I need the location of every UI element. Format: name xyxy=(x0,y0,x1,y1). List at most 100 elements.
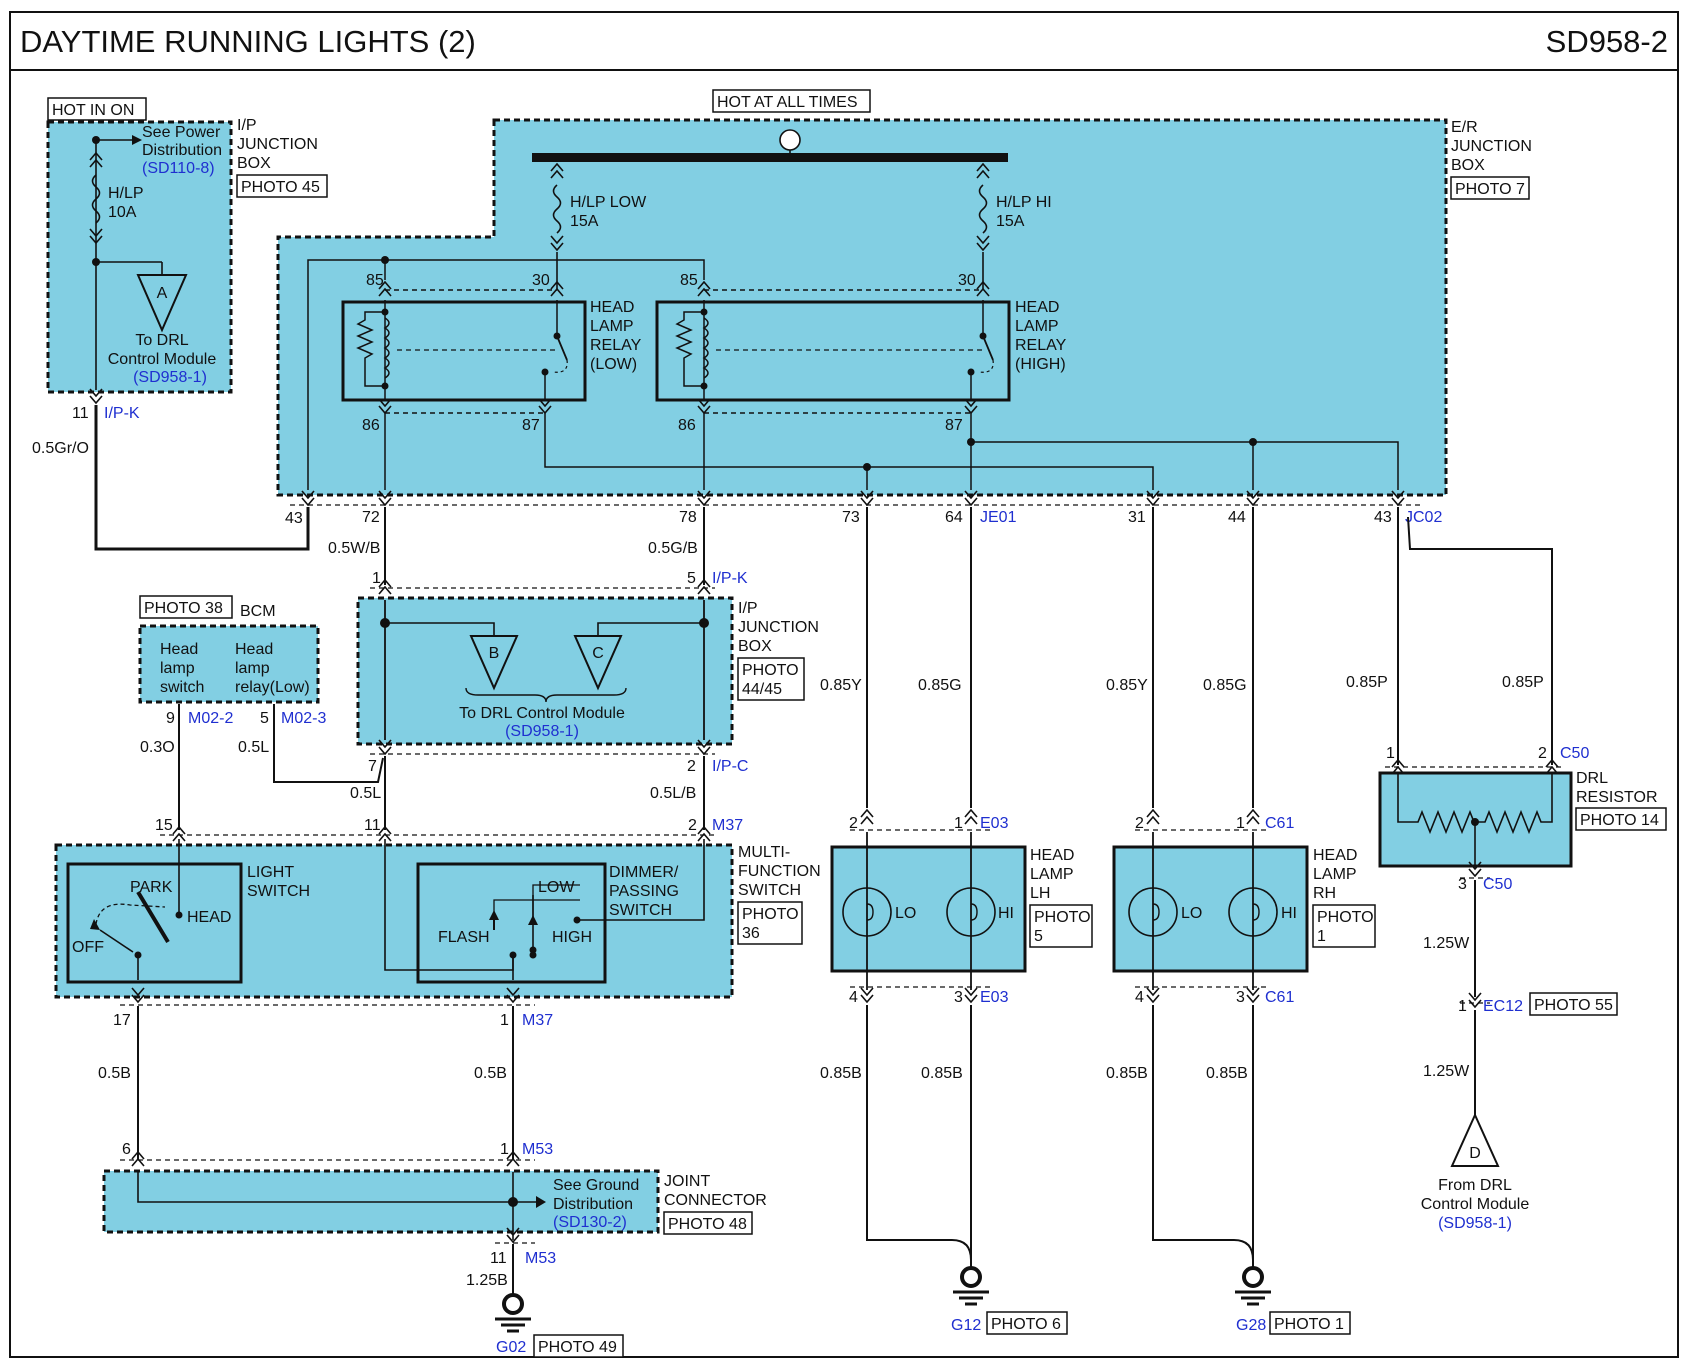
svg-text:I/P: I/P xyxy=(738,600,758,617)
svg-text:HEAD: HEAD xyxy=(187,909,231,926)
svg-text:15A: 15A xyxy=(996,213,1025,230)
svg-text:30: 30 xyxy=(532,272,550,289)
svg-text:11: 11 xyxy=(364,817,381,834)
fuse-hlp-hi-icon xyxy=(978,184,988,234)
svg-text:Control Module: Control Module xyxy=(108,351,217,368)
hot-at-all-times-label: HOT AT ALL TIMES xyxy=(717,94,858,111)
svg-text:JUNCTION: JUNCTION xyxy=(237,136,318,153)
svg-text:PHOTO: PHOTO xyxy=(742,906,799,923)
svg-text:36: 36 xyxy=(742,925,760,942)
svg-text:17: 17 xyxy=(113,1012,131,1029)
svg-text:E03: E03 xyxy=(980,815,1009,832)
svg-text:1: 1 xyxy=(1458,998,1467,1015)
svg-text:PHOTO 14: PHOTO 14 xyxy=(1580,812,1659,829)
svg-text:M53: M53 xyxy=(525,1250,556,1267)
head-lamp-relay-low xyxy=(341,300,587,402)
svg-text:LIGHT: LIGHT xyxy=(247,864,294,881)
page-title: DAYTIME RUNNING LIGHTS (2) xyxy=(20,24,476,59)
joint-connector: 6 1 M53 JOINT CONNECTOR PHOTO 48 See Gro… xyxy=(102,1141,767,1358)
svg-text:JUNCTION: JUNCTION xyxy=(738,619,819,636)
svg-text:PHOTO 7: PHOTO 7 xyxy=(1455,181,1525,198)
svg-text:1: 1 xyxy=(500,1141,509,1158)
svg-text:lamp: lamp xyxy=(235,660,270,677)
svg-text:10A: 10A xyxy=(108,204,137,221)
bulb-lo-icon xyxy=(1128,887,1178,937)
svg-text:PARK: PARK xyxy=(130,879,173,896)
svg-text:PASSING: PASSING xyxy=(609,883,679,900)
svg-text:7: 7 xyxy=(368,758,377,775)
bulb-hi-icon xyxy=(946,887,996,937)
svg-text:4: 4 xyxy=(1135,989,1144,1006)
svg-text:PHOTO 55: PHOTO 55 xyxy=(1534,997,1613,1014)
bcm: PHOTO 38 BCM Head lamp switch Head lamp … xyxy=(138,595,384,830)
fuse-hlp-10a-icon xyxy=(91,174,101,224)
svg-text:LAMP: LAMP xyxy=(1030,866,1074,883)
svg-text:FUNCTION: FUNCTION xyxy=(738,863,821,880)
svg-text:2: 2 xyxy=(688,817,697,834)
head-lamp-lh: 2 1 E03 HEAD LAMP LH PHOTO 5 LO HI 4 3 E… xyxy=(820,809,1093,1335)
svg-text:3: 3 xyxy=(1458,876,1467,893)
svg-text:0.5L: 0.5L xyxy=(238,739,269,756)
svg-text:JOINT: JOINT xyxy=(664,1173,710,1190)
svg-text:I/P-K: I/P-K xyxy=(712,570,748,587)
svg-text:Distribution: Distribution xyxy=(553,1196,633,1213)
svg-text:43: 43 xyxy=(1374,509,1392,526)
ip-junction-box-mid: 1 5 I/P-K I/P JUNCTION BOX PHOTO 44/45 B… xyxy=(356,570,819,775)
svg-text:Distribution: Distribution xyxy=(142,142,222,159)
svg-text:1: 1 xyxy=(1317,928,1326,945)
svg-text:Head: Head xyxy=(160,641,198,658)
svg-text:G02: G02 xyxy=(496,1339,526,1356)
svg-text:86: 86 xyxy=(362,417,380,434)
connector-a-icon xyxy=(136,274,188,333)
svg-text:relay(Low): relay(Low) xyxy=(235,679,310,696)
svg-text:(SD958-1): (SD958-1) xyxy=(505,723,579,740)
ground-g28-icon xyxy=(1242,1266,1264,1288)
svg-text:2: 2 xyxy=(849,815,858,832)
svg-text:(SD110-8): (SD110-8) xyxy=(142,160,215,177)
svg-text:EC12: EC12 xyxy=(1483,998,1523,1015)
svg-text:1: 1 xyxy=(500,1012,509,1029)
svg-text:LOW: LOW xyxy=(538,879,575,896)
svg-text:73: 73 xyxy=(842,509,860,526)
svg-text:0.85Y: 0.85Y xyxy=(820,677,862,694)
svg-text:44/45: 44/45 xyxy=(742,681,782,698)
svg-text:11: 11 xyxy=(490,1250,507,1267)
svg-text:0.5B: 0.5B xyxy=(98,1065,131,1082)
svg-text:SWITCH: SWITCH xyxy=(247,883,310,900)
svg-text:C61: C61 xyxy=(1265,815,1294,832)
svg-text:0.5Gr/O: 0.5Gr/O xyxy=(32,440,89,457)
svg-text:0.85G: 0.85G xyxy=(1203,677,1247,694)
svg-text:1: 1 xyxy=(372,570,381,587)
svg-text:44: 44 xyxy=(1228,509,1246,526)
svg-text:A: A xyxy=(157,285,168,302)
bus-terminal-icon xyxy=(779,129,801,151)
svg-text:30: 30 xyxy=(958,272,976,289)
svg-text:I/P-K: I/P-K xyxy=(104,405,140,422)
svg-text:0.3O: 0.3O xyxy=(140,739,175,756)
svg-text:MULTI-: MULTI- xyxy=(738,844,790,861)
svg-text:0.5G/B: 0.5G/B xyxy=(648,540,698,557)
fuse-hlp-low-icon xyxy=(552,184,562,234)
svg-text:RELAY: RELAY xyxy=(590,337,642,354)
dimmer-passing-switch xyxy=(416,862,607,984)
svg-text:BCM: BCM xyxy=(240,603,276,620)
svg-text:2: 2 xyxy=(1538,745,1547,762)
svg-text:PHOTO 38: PHOTO 38 xyxy=(144,600,223,617)
svg-text:(SD958-1): (SD958-1) xyxy=(1438,1215,1512,1232)
light-switch xyxy=(66,862,243,984)
svg-text:(SD958-1): (SD958-1) xyxy=(133,369,207,386)
svg-text:G28: G28 xyxy=(1236,1317,1266,1334)
svg-text:C50: C50 xyxy=(1483,876,1512,893)
svg-text:M37: M37 xyxy=(712,817,743,834)
svg-text:RH: RH xyxy=(1313,885,1336,902)
svg-text:M37: M37 xyxy=(522,1012,553,1029)
svg-text:H/LP LOW: H/LP LOW xyxy=(570,194,647,211)
svg-text:LO: LO xyxy=(1181,905,1202,922)
svg-text:(SD130-2): (SD130-2) xyxy=(553,1214,627,1231)
svg-text:0.85B: 0.85B xyxy=(820,1065,862,1082)
svg-text:H/LP: H/LP xyxy=(108,185,144,202)
drl-resistor: 1 2 C50 DRL RESISTOR PHOTO 14 3 C50 1.25… xyxy=(1378,745,1667,1232)
svg-text:BOX: BOX xyxy=(738,638,772,655)
svg-text:DRL: DRL xyxy=(1576,770,1608,787)
